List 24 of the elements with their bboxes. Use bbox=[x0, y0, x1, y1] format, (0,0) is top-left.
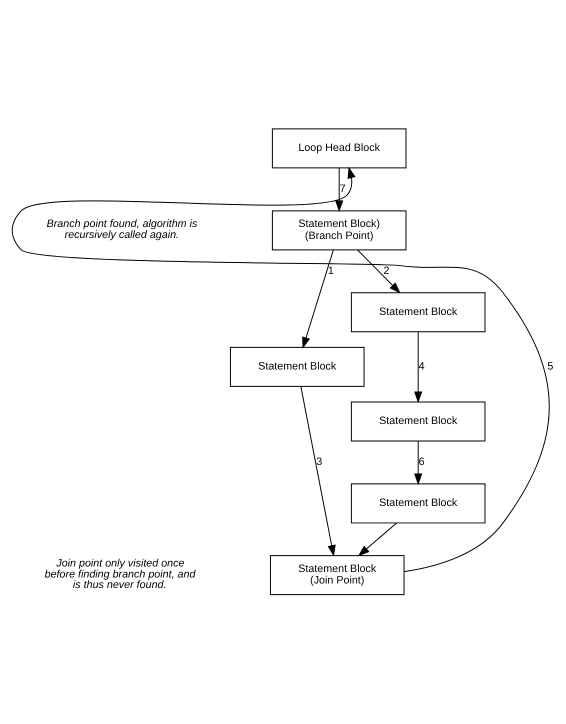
node-box: Statement Block bbox=[350, 483, 486, 524]
arrow bbox=[300, 386, 336, 557]
node-box: Loop Head Block bbox=[272, 128, 406, 168]
label: Join point only visited once before finding branch point, and is thus never found. bbox=[44, 558, 196, 592]
edge-label: 4 bbox=[418, 360, 425, 373]
arrow bbox=[335, 167, 344, 212]
arrow bbox=[414, 331, 422, 404]
arrow bbox=[414, 440, 422, 486]
edge-label: 2 bbox=[384, 265, 390, 278]
edge-label: 7 bbox=[340, 183, 346, 196]
edge-label: 3 bbox=[316, 456, 322, 468]
edge-label: 6 bbox=[418, 456, 425, 468]
arrow bbox=[358, 522, 397, 556]
node-box: Statement Block bbox=[230, 346, 365, 387]
arrow bbox=[302, 250, 334, 349]
edge-label: 1 bbox=[328, 265, 334, 278]
arrow bbox=[357, 249, 401, 294]
label: Branch point found, algorithm is recursively called again. bbox=[46, 218, 198, 241]
node-box: Statement Block (Join Point) bbox=[270, 555, 405, 596]
node-box: Statement Block) (Branch Point) bbox=[272, 210, 406, 250]
node-box: Statement Block bbox=[350, 402, 486, 442]
arrow bbox=[12, 166, 550, 572]
edge-label: 5 bbox=[547, 360, 554, 373]
node-box: Statement Block bbox=[350, 292, 486, 332]
